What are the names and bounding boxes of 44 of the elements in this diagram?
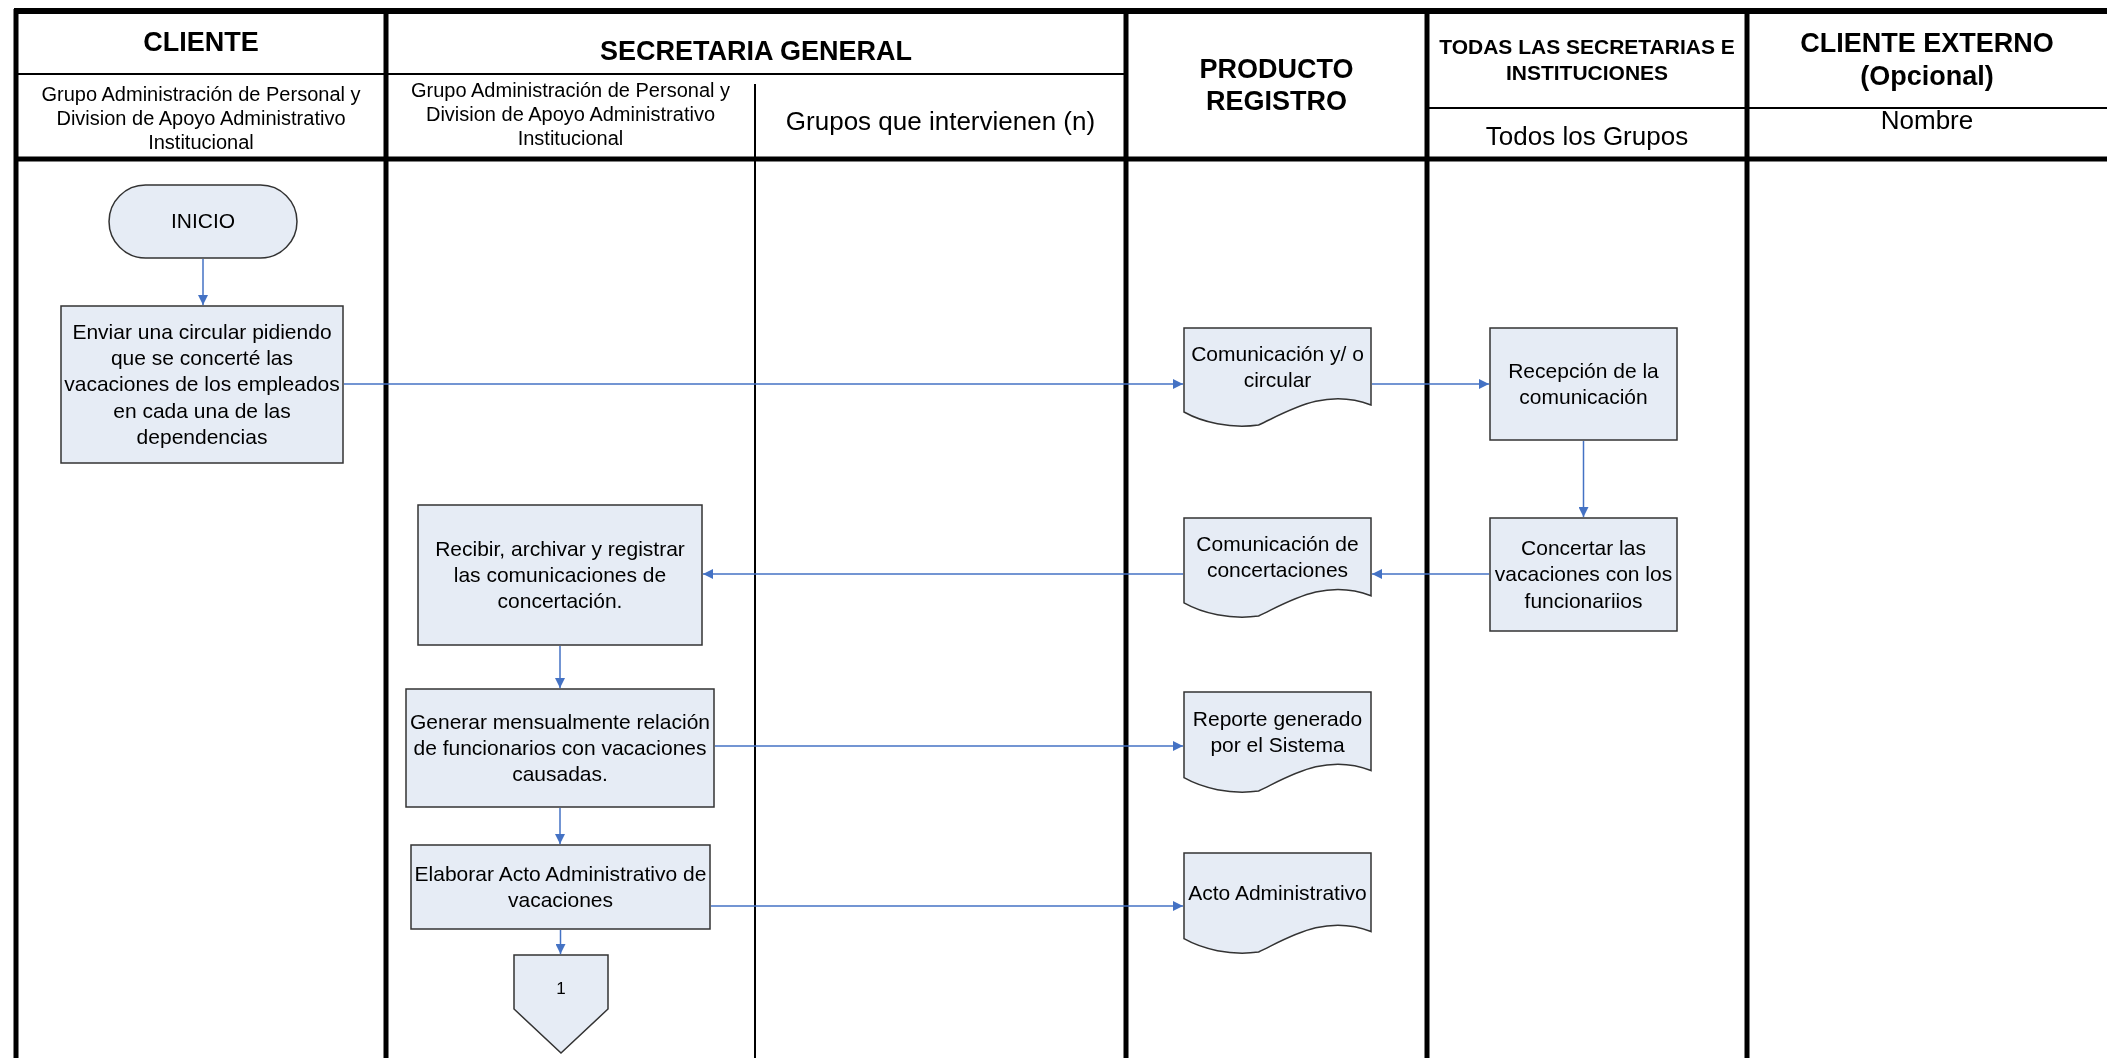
flow-arrow xyxy=(1371,569,1490,579)
flow-arrow xyxy=(1578,440,1589,518)
flow-arrow xyxy=(198,258,208,306)
process-label: Recibir, archivar y registrar las comunicaciones de concertación. xyxy=(434,535,686,615)
document-shape xyxy=(1183,517,1372,618)
document-label: Comunicación de concertaciones xyxy=(1195,531,1360,584)
group-subheader: Todos los Grupos xyxy=(1485,121,1689,153)
lane-header: SECRETARIA GENERAL xyxy=(600,34,912,68)
process-box xyxy=(410,844,711,930)
lane-header: PRODUCTO REGISTRO xyxy=(1198,52,1355,118)
process-box xyxy=(417,504,703,646)
document-label: Reporte generado por el Sistema xyxy=(1191,705,1364,758)
flow-arrow xyxy=(710,901,1184,911)
document-shape xyxy=(1183,691,1372,793)
flow-arrow xyxy=(343,379,1184,389)
flow-arrow xyxy=(714,741,1184,751)
document-shape xyxy=(1183,852,1372,954)
process-box xyxy=(1489,327,1678,441)
flow-arrow xyxy=(1371,379,1490,389)
flow-arrow xyxy=(702,569,1184,579)
lane-header: CLIENTE EXTERNO (Opcional) xyxy=(1799,27,2055,92)
process-box xyxy=(1489,517,1678,632)
group-subheader: Nombre xyxy=(1880,105,1974,137)
offpage-connector xyxy=(513,954,609,1054)
process-label: Concertar las vacaciones con los funcionariios xyxy=(1493,535,1674,614)
group-subheader: Grupo Administración de Personal y Division de Apoyo Administrativo Institucional xyxy=(40,81,362,154)
process-label: Generar mensualmente relación de funcionarios con vacaciones causadas. xyxy=(409,708,711,788)
lane-header: CLIENTE xyxy=(143,26,259,59)
process-box xyxy=(405,688,715,808)
document-shape xyxy=(1183,327,1372,427)
document-label: Acto Administrativo xyxy=(1187,879,1368,906)
process-box xyxy=(60,305,344,464)
group-subheader: Grupos que intervienen (n) xyxy=(785,105,1096,138)
process-label: Elaborar Acto Administrativo de vacaciones xyxy=(413,860,708,913)
flow-arrow xyxy=(555,807,565,845)
group-subheader: Grupo Administración de Personal y Division de Apoyo Administrativo Institucional xyxy=(409,78,732,150)
connector-number: 1 xyxy=(555,978,567,1000)
lane-header: TODAS LAS SECRETARIAS E INSTITUCIONES xyxy=(1438,34,1736,85)
flow-arrow xyxy=(555,929,566,955)
flow-arrow xyxy=(555,645,565,689)
process-label: Recepción de la comunicación xyxy=(1507,357,1660,410)
process-label: Enviar una circular pidiendo que se concerté las vacaciones de los empleados en cada una de las dependencias xyxy=(63,318,341,450)
terminator-label: INICIO xyxy=(169,208,237,235)
document-label: Comunicación y/ o circular xyxy=(1190,340,1365,393)
